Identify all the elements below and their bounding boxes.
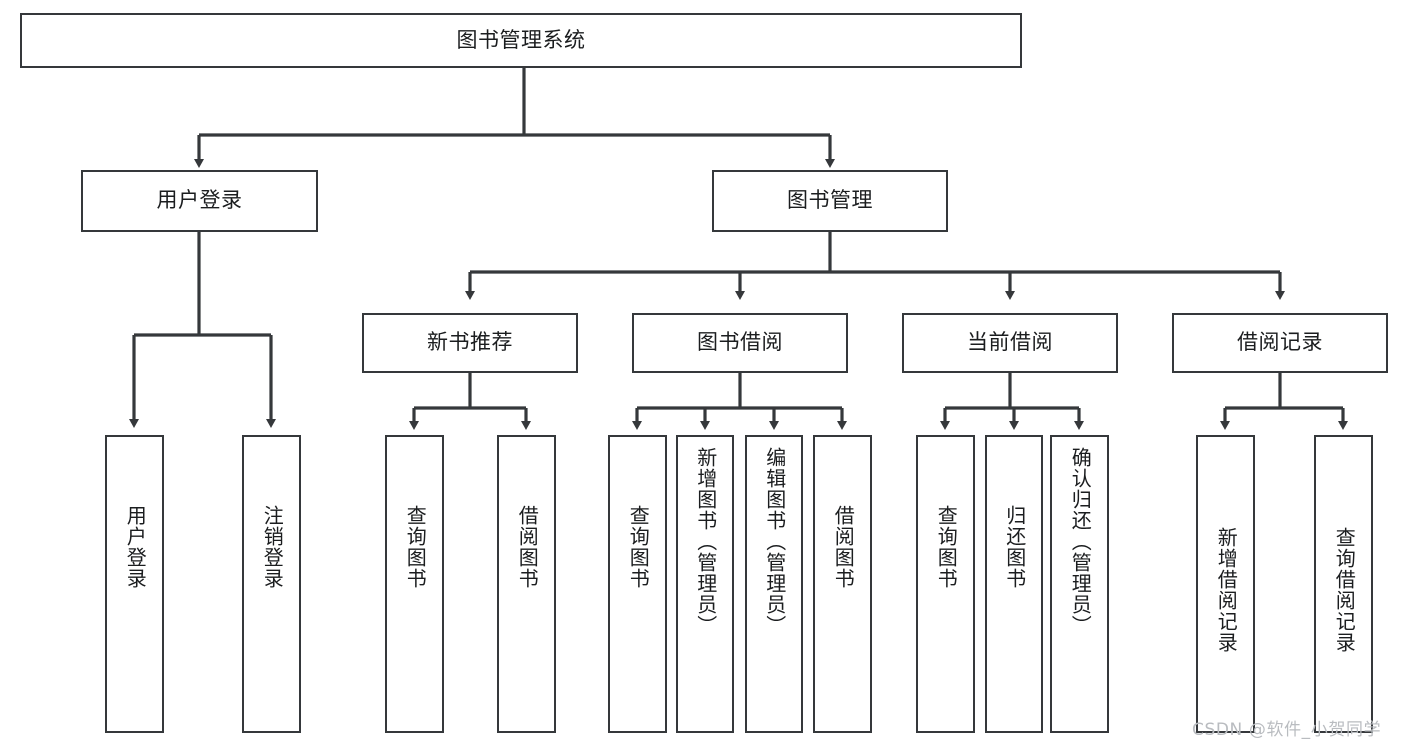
- node-label: 当前借阅: [967, 330, 1053, 355]
- node-label: 确认归还（管理员）: [1068, 447, 1093, 636]
- leaf-book-borrow-query[interactable]: 查询图书: [608, 435, 667, 733]
- node-root[interactable]: 图书管理系统: [20, 13, 1022, 68]
- leaf-borrow-record-add[interactable]: 新增借阅记录: [1196, 435, 1255, 733]
- node-label: 查询图书: [403, 505, 428, 589]
- leaf-user-login-login[interactable]: 用户登录: [105, 435, 164, 733]
- node-label: 新增图书（管理员）: [693, 447, 718, 636]
- leaf-borrow-record-query[interactable]: 查询借阅记录: [1314, 435, 1373, 733]
- node-label: 图书借阅: [697, 330, 783, 355]
- leaf-new-book-query[interactable]: 查询图书: [385, 435, 444, 733]
- leaf-current-borrow-return[interactable]: 归还图书: [985, 435, 1043, 733]
- leaf-new-book-borrow[interactable]: 借阅图书: [497, 435, 556, 733]
- node-label: 用户登录: [123, 505, 148, 589]
- node-label: 借阅图书: [515, 505, 540, 589]
- node-new-book-recommend[interactable]: 新书推荐: [362, 313, 578, 373]
- leaf-user-login-logout[interactable]: 注销登录: [242, 435, 301, 733]
- leaf-book-borrow-edit[interactable]: 编辑图书（管理员）: [745, 435, 803, 733]
- node-user-login[interactable]: 用户登录: [81, 170, 318, 232]
- watermark: CSDN @软件_小贺同学: [1192, 720, 1382, 740]
- node-label: 查询图书: [626, 505, 651, 589]
- leaf-current-borrow-query[interactable]: 查询图书: [916, 435, 975, 733]
- node-label: 编辑图书（管理员）: [762, 447, 787, 636]
- node-current-borrow[interactable]: 当前借阅: [902, 313, 1118, 373]
- leaf-book-borrow-lend[interactable]: 借阅图书: [813, 435, 872, 733]
- node-label: 借阅图书: [831, 505, 856, 589]
- node-label: 归还图书: [1002, 505, 1027, 589]
- node-label: 图书管理: [787, 188, 873, 213]
- node-label: 用户登录: [156, 188, 243, 213]
- node-book-borrow[interactable]: 图书借阅: [632, 313, 848, 373]
- node-label: 图书管理系统: [456, 27, 586, 52]
- node-label: 查询图书: [934, 505, 959, 589]
- node-label: 注销登录: [260, 505, 285, 589]
- node-label: 查询借阅记录: [1332, 527, 1357, 653]
- node-borrow-record[interactable]: 借阅记录: [1172, 313, 1388, 373]
- leaf-current-borrow-confirm[interactable]: 确认归还（管理员）: [1050, 435, 1109, 733]
- node-label: 借阅记录: [1237, 330, 1323, 355]
- node-label: 新增借阅记录: [1214, 527, 1239, 653]
- node-label: 新书推荐: [427, 330, 513, 355]
- leaf-book-borrow-add[interactable]: 新增图书（管理员）: [676, 435, 734, 733]
- node-book-management[interactable]: 图书管理: [712, 170, 948, 232]
